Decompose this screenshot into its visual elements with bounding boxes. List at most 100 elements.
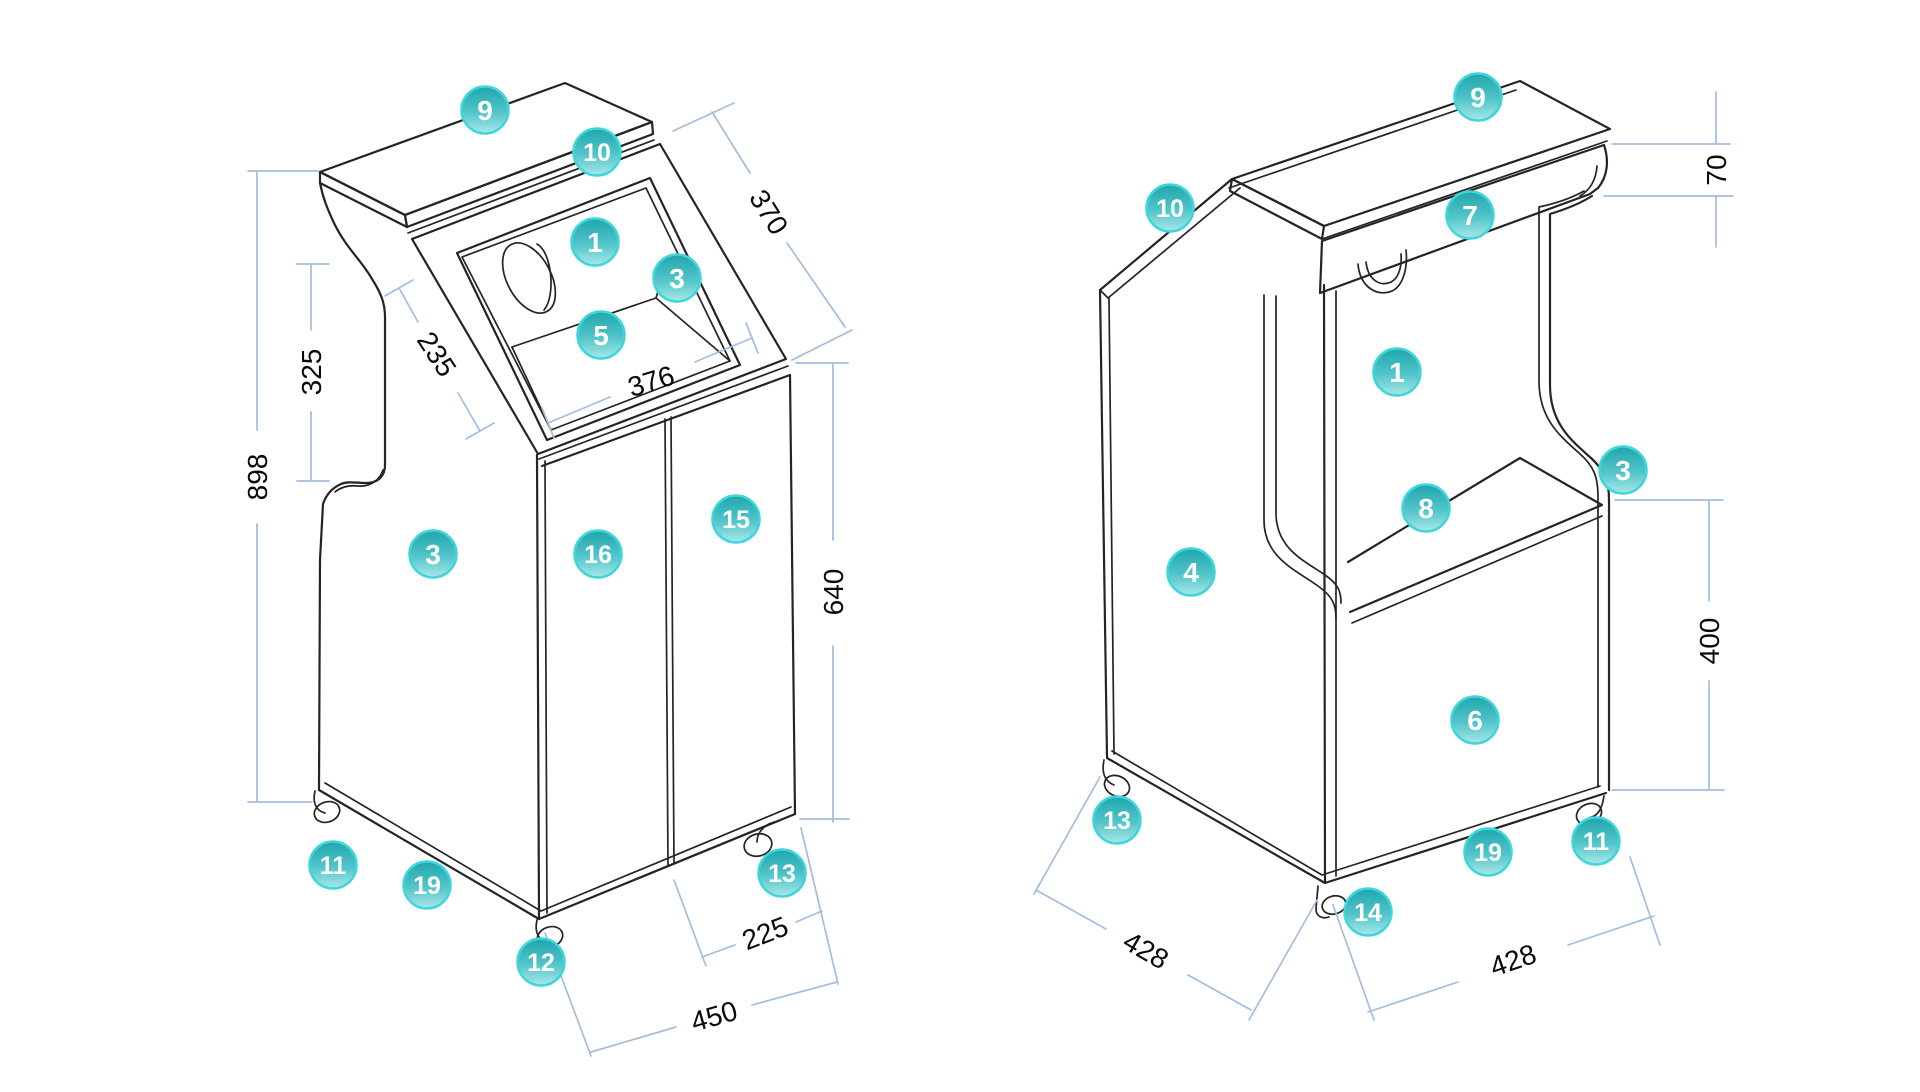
badge-circle [572,127,622,177]
shelf [1346,456,1604,624]
badge-circle [711,494,761,544]
badge-circle [1401,483,1451,533]
badge-circle [516,937,566,987]
dimension-label: 898 [242,454,273,501]
badge-number: 10 [583,139,611,167]
badge-circle [1450,695,1500,745]
badge-number: 3 [669,263,685,294]
cabinet-marquee-back [1228,79,1612,295]
badge-circle [1092,795,1142,845]
cabinet-back-body [1098,177,1611,885]
part-badge-6[interactable]: 6 [1450,695,1500,745]
dimension-label: 235 [411,326,462,382]
casters [313,790,780,949]
part-badge-11[interactable]: 11 [308,840,358,890]
dimension-label: 450 [687,995,740,1038]
part-badge-9[interactable]: 9 [460,85,510,135]
part-badge-3[interactable]: 3 [408,529,458,579]
badge-number: 6 [1467,705,1483,736]
dimension-lines-right-view [1033,91,1734,1021]
part-badge-5[interactable]: 5 [576,310,626,360]
badge-number: 8 [1418,493,1434,524]
part-badge-9[interactable]: 9 [1453,72,1503,122]
dimension-label: 325 [296,349,327,396]
badge-number: 16 [584,541,612,569]
badge-circle [1445,190,1495,240]
badge-circle [1453,72,1503,122]
badge-number: 3 [425,539,441,570]
badge-number: 9 [1470,82,1486,113]
part-badge-8[interactable]: 8 [1401,483,1451,533]
part-badge-19[interactable]: 19 [402,860,452,910]
dimension-label: 370 [743,184,794,240]
badge-number: 15 [722,506,750,534]
dimension-lines-left-view [247,102,853,1057]
badge-circle [1571,816,1621,866]
dimension-label: 400 [1694,618,1725,665]
badge-circle [1343,887,1393,937]
badge-circle [460,85,510,135]
part-badge-7[interactable]: 7 [1445,190,1495,240]
control-panel [410,142,788,456]
badge-number: 13 [1103,807,1131,835]
badge-circle [757,848,807,898]
badge-number: 10 [1156,195,1184,223]
badge-circle [408,529,458,579]
badge-circle [576,310,626,360]
badge-number: 3 [1615,455,1631,486]
badge-number: 13 [768,860,796,888]
dimension-label: 428 [1486,938,1540,983]
dimension-label: 376 [624,360,678,403]
dimension-label: 70 [1701,154,1732,185]
part-badge-13[interactable]: 13 [757,848,807,898]
badge-number: 4 [1183,557,1199,588]
dimension-label: 225 [738,910,793,956]
part-badge-3[interactable]: 3 [1598,445,1648,495]
part-badge-1[interactable]: 1 [570,217,620,267]
part-badge-19[interactable]: 19 [1463,827,1513,877]
part-badge-12[interactable]: 12 [516,937,566,987]
badge-number: 7 [1462,200,1478,231]
part-badge-14[interactable]: 14 [1343,887,1393,937]
caster-wheel [1102,759,1131,798]
caster-wheel [313,790,341,824]
badge-number: 9 [477,95,493,126]
part-badge-16[interactable]: 16 [573,529,623,579]
badge-circle [1463,827,1513,877]
badge-circle [1372,347,1422,397]
badge-circle [652,253,702,303]
badge-circle [570,217,620,267]
part-badge-4[interactable]: 4 [1166,547,1216,597]
badge-number: 1 [587,227,603,258]
badge-number: 5 [593,320,609,351]
dimension-label: 640 [818,569,849,616]
badge-number: 12 [527,949,555,977]
badge-number: 19 [1474,839,1502,867]
badge-circle [402,860,452,910]
badge-number: 19 [413,872,441,900]
part-badge-10[interactable]: 10 [1145,183,1195,233]
part-badge-3[interactable]: 3 [652,253,702,303]
dimension-label: 428 [1118,925,1174,975]
caster-wheel [743,820,780,858]
part-badge-15[interactable]: 15 [711,494,761,544]
part-badge-11[interactable]: 11 [1571,816,1621,866]
panel-hole [501,242,557,314]
badge-circle [308,840,358,890]
badge-number: 11 [320,852,347,880]
badge-number: 11 [1583,828,1610,856]
badge-circle [1145,183,1195,233]
part-badge-10[interactable]: 10 [572,127,622,177]
badge-circle [1166,547,1216,597]
part-badge-1[interactable]: 1 [1372,347,1422,397]
badge-number: 1 [1389,357,1405,388]
badge-circle [1598,445,1648,495]
part-badge-13[interactable]: 13 [1092,795,1142,845]
badge-number: 14 [1354,899,1382,927]
caster-wheel [1315,885,1347,919]
